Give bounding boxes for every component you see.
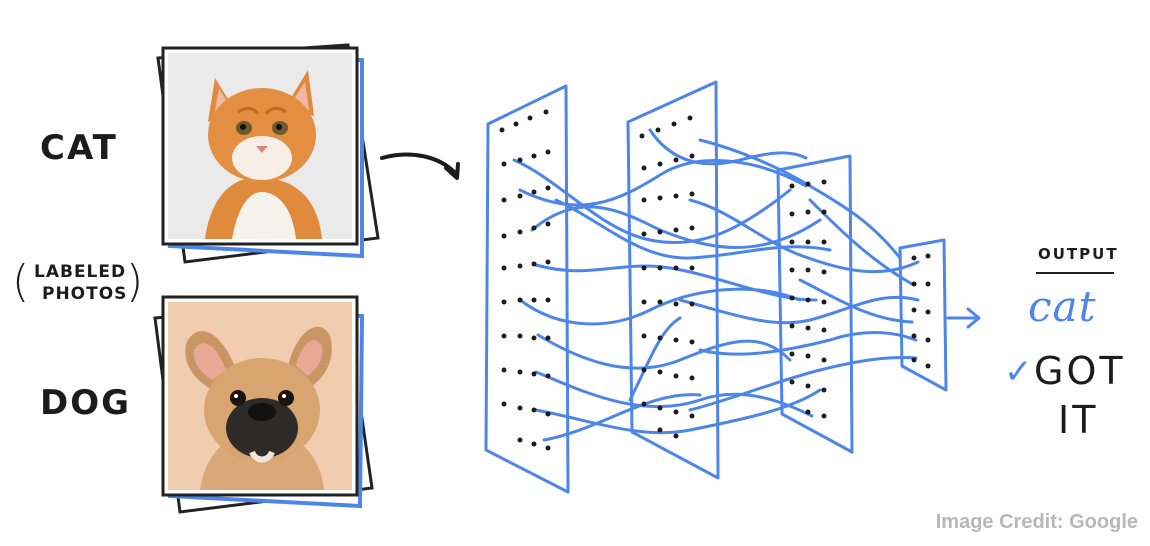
layer-2 [626, 80, 720, 480]
layer-1 [484, 84, 570, 494]
output-title: OUTPUT [1038, 245, 1119, 263]
label-photos: PHOTOS [42, 284, 128, 304]
layer-3 [776, 154, 854, 454]
output-got: GOT [1034, 349, 1126, 393]
label-dog: DOG [40, 383, 132, 423]
output-it: IT [1058, 398, 1099, 442]
cat-photo [168, 53, 352, 239]
label-labeled-photos: ( LABELED PHOTOS ) [12, 256, 146, 308]
layer-4 [898, 238, 948, 392]
paren-open: ( [12, 256, 32, 307]
label-labeled: LABELED [34, 262, 127, 282]
cat-photo-stack [156, 43, 380, 264]
output-prediction: cat [1028, 282, 1097, 331]
check-icon: ✓ [1004, 352, 1035, 392]
network-connections [512, 128, 920, 442]
neural-network [484, 80, 948, 494]
dog-photo-stack [153, 295, 374, 514]
input-arrow [380, 152, 460, 180]
dog-photo [168, 302, 352, 490]
image-credit: Image Credit: Google [935, 511, 1138, 533]
label-cat: CAT [40, 128, 118, 168]
paren-close: ) [126, 256, 146, 307]
output-arrow [946, 307, 981, 329]
output-underline [1036, 272, 1114, 274]
network-neurons [499, 109, 931, 451]
